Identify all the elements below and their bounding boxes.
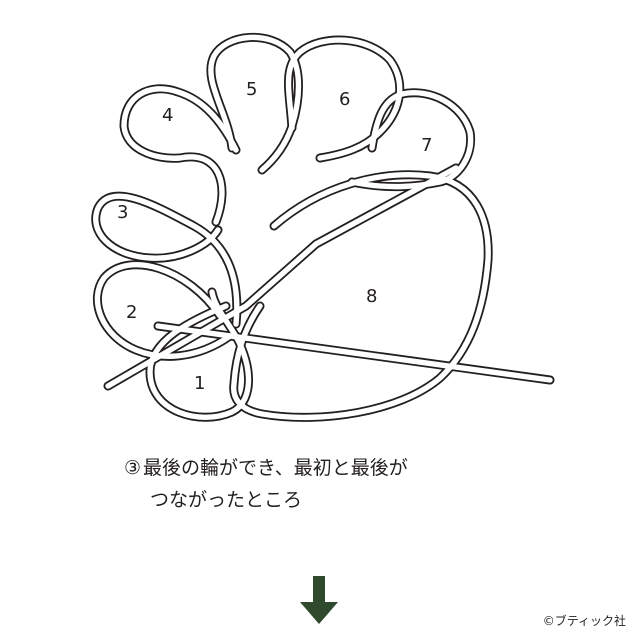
cord-strand (155, 323, 553, 383)
copyright-credit: ©ブティック社 (542, 614, 626, 628)
caption-text-1: 最後の輪ができ、最初と最後が (143, 457, 408, 479)
caption-line-2: つながったところ (150, 489, 303, 511)
cord-strand (121, 86, 239, 225)
cord-strand (94, 262, 233, 359)
cord (91, 33, 555, 422)
step-number: ③ (124, 457, 142, 479)
cord-strand (285, 37, 403, 161)
down-arrow-icon (300, 576, 338, 624)
loop-number-3: 3 (117, 202, 128, 223)
loop-number-2: 2 (126, 302, 137, 323)
cord-strand (229, 170, 493, 422)
loop-number-4: 4 (162, 105, 173, 126)
cord-strand (93, 193, 240, 327)
loop-number-8: 8 (366, 286, 377, 307)
loop-number-5: 5 (246, 79, 257, 100)
cord-strand (231, 172, 491, 421)
cord-strand (105, 165, 459, 389)
cord-strand (349, 90, 474, 190)
loop-number-1: 1 (194, 373, 205, 394)
cord-strand (208, 34, 302, 173)
loop-numbers: 1 2 3 4 5 6 7 8 (117, 79, 432, 394)
cord-strand (147, 289, 252, 420)
loop-number-6: 6 (339, 89, 350, 110)
loop-number-7: 7 (421, 135, 432, 156)
